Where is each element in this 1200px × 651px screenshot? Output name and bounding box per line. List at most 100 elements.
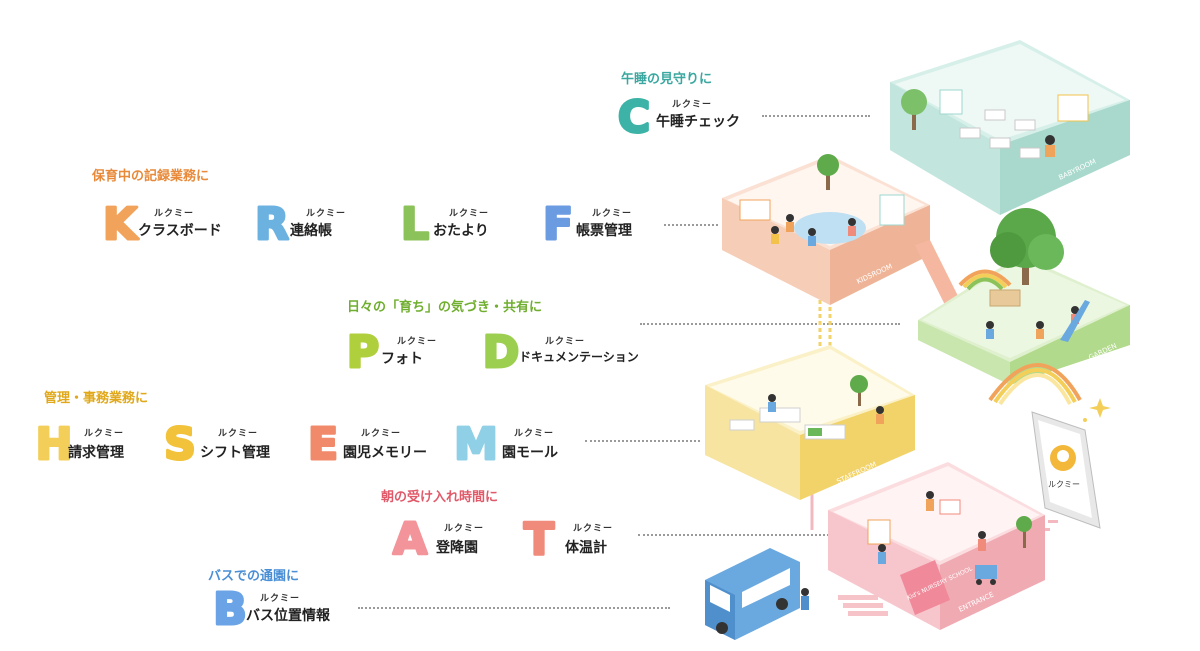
product-name: シフト管理 <box>200 445 270 461</box>
product-billing[interactable]: H ルクミー 請求管理 <box>32 420 147 466</box>
product-kana: ルクミー <box>545 337 586 347</box>
category-label-bus: バスでの通園に <box>208 569 300 584</box>
category-label-growth: 日々の「育ち」の気づき・共有に <box>347 300 543 315</box>
letter-glyph: C <box>616 93 651 139</box>
letter-p-icon: P <box>341 328 385 374</box>
letter-b-icon: B <box>208 585 252 631</box>
letter-glyph-text: A <box>393 515 427 561</box>
letter-h-icon: H <box>32 420 76 466</box>
letter-glyph: A <box>391 515 428 561</box>
product-photo[interactable]: P ルクミー フォト <box>341 328 441 374</box>
letter-r-icon: R <box>250 200 294 246</box>
letter-k-icon: K <box>98 200 142 246</box>
letter-m-icon: M <box>454 420 498 466</box>
kidsroom: KIDSROOM <box>722 154 930 305</box>
kids-tree-icon <box>817 154 839 190</box>
letter-glyph-text: B <box>213 585 247 631</box>
garden-tree-icon <box>990 208 1064 285</box>
category-label-morning: 朝の受け入れ時間に <box>381 490 499 505</box>
letter-e-icon: E <box>301 420 345 466</box>
letter-glyph-text: E <box>308 420 338 466</box>
product-form-management[interactable]: F ルクミー 帳票管理 <box>536 200 656 246</box>
product-kana: ルクミー <box>592 209 633 219</box>
letter-glyph: L <box>399 200 430 246</box>
product-kana: ルクミー <box>449 209 490 219</box>
product-kana: ルクミー <box>397 337 438 347</box>
letter-glyph-text: H <box>36 420 73 466</box>
category-label-nap: 午睡の見守りに <box>621 72 713 87</box>
letter-glyph: F <box>541 200 574 246</box>
product-nap-check[interactable]: C ルクミー 午睡チェック <box>612 93 772 139</box>
product-thermometer[interactable]: T ルクミー 体温計 <box>517 515 622 561</box>
connector-record <box>664 224 718 226</box>
letter-glyph: H <box>34 420 74 466</box>
product-shift-management[interactable]: S ルクミー シフト管理 <box>158 420 288 466</box>
baby-tree-icon <box>901 89 927 130</box>
product-kana: ルクミー <box>154 209 195 219</box>
entrance-stroller <box>975 565 997 585</box>
entrance-people <box>878 491 986 564</box>
category-label-admin: 管理・事務業務に <box>44 391 149 406</box>
letter-glyph: K <box>101 200 140 246</box>
product-name: 午睡チェック <box>656 114 740 130</box>
product-documentation[interactable]: D ルクミー ドキュメンテーション <box>479 328 639 374</box>
product-kana: ルクミー <box>84 429 125 439</box>
connector-growth <box>640 323 900 325</box>
connector-admin <box>585 440 700 442</box>
product-kana: ルクミー <box>218 429 259 439</box>
bus-icon <box>705 548 809 640</box>
product-kana: ルクミー <box>514 429 555 439</box>
letter-glyph: M <box>454 420 498 466</box>
product-kana: ルクミー <box>361 429 402 439</box>
tablet: ルクミー <box>1031 411 1101 539</box>
kids-children <box>771 214 856 246</box>
letter-glyph-text: T <box>524 515 554 561</box>
baby-shelf <box>939 89 1089 122</box>
entrance-plant-icon <box>1016 516 1032 548</box>
letter-glyph-text: L <box>401 200 429 246</box>
product-name: バス位置情報 <box>246 608 330 624</box>
product-name: 園モール <box>502 445 558 461</box>
product-nursery-mall[interactable]: M ルクミー 園モール <box>454 420 569 466</box>
product-kana: ルクミー <box>573 524 614 534</box>
product-contact-book[interactable]: R ルクミー 連絡帳 <box>250 200 360 246</box>
product-name: 園児メモリー <box>343 445 427 461</box>
letter-glyph-text: M <box>454 420 498 466</box>
letter-glyph-text: S <box>164 420 196 466</box>
product-name: 連絡帳 <box>290 223 332 239</box>
letter-f-icon: F <box>536 200 580 246</box>
rainbow <box>988 363 1082 406</box>
product-name: おたより <box>433 223 489 239</box>
letter-glyph-text: P <box>347 328 379 374</box>
product-name: クラスボード <box>138 223 222 239</box>
babyroom: BABYROOM <box>890 40 1130 215</box>
letter-glyph-text: D <box>483 328 520 374</box>
letter-glyph: E <box>306 420 339 466</box>
product-name: 請求管理 <box>68 445 124 461</box>
product-bus-location[interactable]: B ルクミー バス位置情報 <box>208 585 338 631</box>
letter-d-icon: D <box>479 328 523 374</box>
product-name: 体温計 <box>565 540 607 556</box>
letter-glyph: P <box>345 328 380 374</box>
letter-a-icon: A <box>388 515 432 561</box>
staffroom: STAFFROOM <box>705 345 915 500</box>
product-class-board[interactable]: K ルクミー クラスボード <box>98 200 238 246</box>
letter-s-icon: S <box>158 420 202 466</box>
letter-glyph: R <box>254 200 291 246</box>
product-name: ドキュメンテーション <box>519 350 639 364</box>
product-child-memory[interactable]: E ルクミー 園児メモリー <box>301 420 436 466</box>
product-name: フォト <box>381 351 423 367</box>
letter-glyph-text: R <box>255 200 289 246</box>
product-letters[interactable]: L ルクミー おたより <box>393 200 503 246</box>
product-attendance[interactable]: A ルクミー 登降園 <box>388 515 488 561</box>
product-kana: ルクミー <box>672 100 713 110</box>
letter-glyph: D <box>481 328 521 374</box>
entrance: Kid's NURSERY SCHOOL ENTRANCE <box>828 462 1045 630</box>
letter-glyph-text: C <box>618 93 650 139</box>
letter-glyph: T <box>522 515 555 561</box>
letter-glyph-text: F <box>543 200 573 246</box>
category-label-record: 保育中の記録業務に <box>92 169 210 184</box>
connector-morning <box>638 534 833 536</box>
baby-cribs <box>959 109 1041 159</box>
